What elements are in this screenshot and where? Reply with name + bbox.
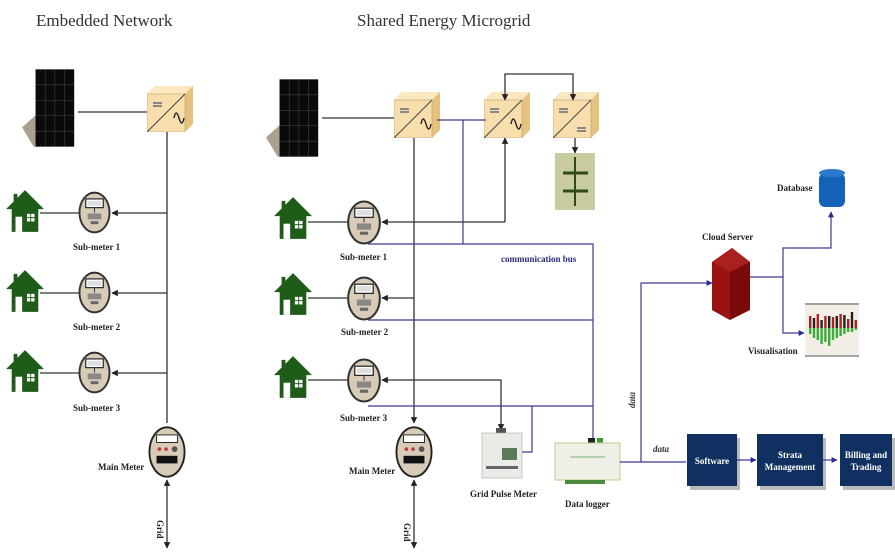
vis-bar-down: [850, 328, 854, 332]
title-embedded-network: Embedded Network: [36, 11, 173, 30]
communication-bus-label: communication bus: [501, 254, 577, 264]
software-box: Software: [687, 434, 740, 490]
submeter-icon: [347, 276, 381, 321]
cloud-server-label: Cloud Server: [702, 232, 753, 242]
submeter-icon: [347, 358, 381, 403]
inverter-converter-link: [501, 73, 577, 101]
submeter-icon: [78, 191, 111, 234]
data-logger-icon: [554, 438, 621, 484]
billing-label: Billing and: [845, 450, 887, 460]
house-icon: [6, 269, 44, 313]
vis-bar-down: [843, 328, 846, 334]
main-meter-label: Main Meter: [98, 462, 144, 472]
title-shared-energy-microgrid: Shared Energy Microgrid: [357, 11, 531, 30]
billing-trading-box: Billing and Trading: [840, 434, 895, 490]
house-icon: [6, 189, 44, 233]
submeter-label: Sub-meter 1: [73, 242, 121, 252]
main-meter-icon: [395, 426, 433, 478]
vis-bar-down: [835, 328, 838, 338]
submeter-label: Sub-meter 3: [340, 413, 388, 423]
submeter-icon: [347, 200, 381, 245]
battery-inverter-icon: [484, 92, 530, 138]
vis-bar-up: [812, 318, 816, 328]
visualisation-label: Visualisation: [748, 346, 798, 356]
submeter-label: Sub-meter 1: [340, 252, 388, 262]
vis-bar-down: [809, 328, 812, 334]
house-icon: [274, 196, 312, 240]
data-right-label: data: [653, 444, 670, 454]
database-label: Database: [777, 183, 813, 193]
inverter-icon: [147, 86, 193, 132]
submeter-label: Sub-meter 2: [341, 327, 389, 337]
house-icon: [274, 355, 312, 399]
grid-pulse-meter-icon: [481, 428, 523, 479]
trading-label: Trading: [851, 462, 882, 472]
inverter-icon: [394, 92, 440, 138]
visualisation-link: [782, 277, 805, 336]
vis-bar-up: [828, 316, 831, 328]
vis-bar-down: [854, 328, 857, 330]
strata-label: Strata: [778, 450, 802, 460]
management-label: Management: [765, 462, 816, 472]
solar-panel-icon: [22, 69, 75, 147]
vis-bar-up: [831, 317, 835, 328]
submeter-icon: [78, 351, 111, 394]
vis-bar-down: [828, 328, 831, 346]
submeter-icon: [78, 271, 111, 314]
vis-bar-down: [820, 328, 823, 344]
vis-bar-up: [816, 314, 819, 328]
vis-bar-up: [839, 314, 842, 328]
vis-bar-up: [854, 320, 857, 328]
data-logger-label: Data logger: [565, 499, 610, 509]
vis-bar-up: [843, 315, 846, 328]
data-up-label: data: [627, 391, 637, 408]
main-meter-icon: [148, 426, 186, 478]
vis-bar-down: [824, 328, 827, 342]
vis-bar-down: [831, 328, 835, 340]
software-label: Software: [695, 456, 729, 466]
grid-label: Grid: [402, 523, 412, 542]
vis-bar-down: [812, 328, 816, 338]
house-icon: [274, 272, 312, 316]
grid-label: Grid: [155, 520, 165, 539]
submeter-label: Sub-meter 2: [73, 322, 121, 332]
vis-bar-down: [839, 328, 842, 336]
database-link: [782, 211, 834, 277]
solar-panel-icon: [266, 79, 319, 157]
main-meter-label: Main Meter: [349, 466, 395, 476]
vis-bar-down: [847, 328, 850, 332]
house-icon: [6, 349, 44, 393]
vis-bar-down: [816, 328, 819, 340]
grid-pulse-meter-label: Grid Pulse Meter: [470, 489, 537, 499]
cloud-server-icon: [712, 248, 750, 320]
communication-bus: [368, 243, 594, 440]
data-uplink: [640, 280, 713, 462]
visualisation-chart-icon: [805, 303, 859, 357]
vis-bar-up: [835, 316, 838, 328]
vis-bar-up: [850, 312, 854, 328]
comm-wire: [520, 406, 533, 453]
database-icon: [819, 169, 845, 207]
strata-management-box: Strata Management: [757, 434, 826, 490]
vis-bar-up: [847, 319, 850, 328]
grid-pulse-wire: [381, 376, 505, 431]
vis-bar-up: [809, 316, 812, 328]
battery-icon: [555, 153, 595, 210]
vis-bar-up: [824, 316, 827, 328]
submeter-label: Sub-meter 3: [73, 403, 121, 413]
vis-bar-up: [820, 320, 823, 328]
dc-converter-icon: [553, 92, 599, 138]
